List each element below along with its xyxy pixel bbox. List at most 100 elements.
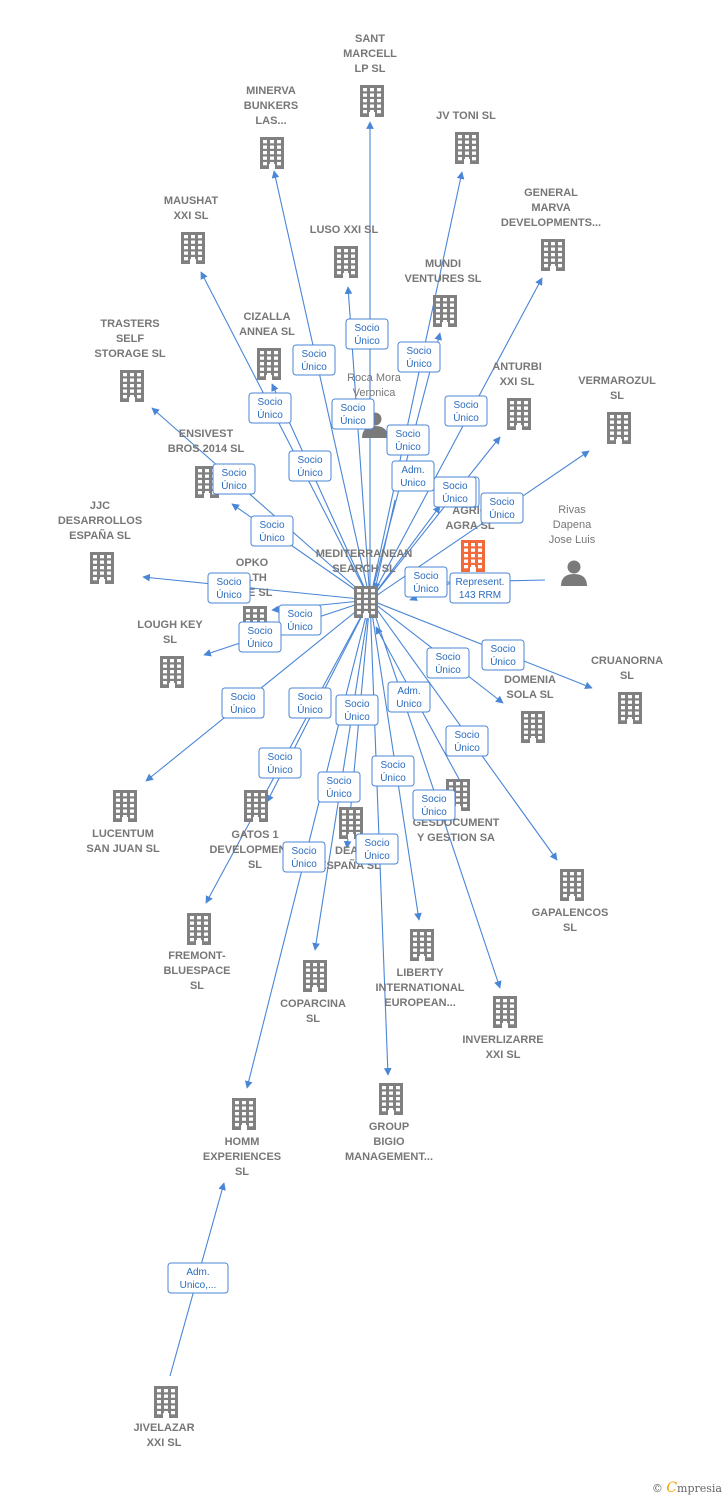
node-label: SL (190, 980, 204, 992)
edge-label-box (444, 395, 488, 427)
edge-label-rivas-to-mediterranean[interactable]: Represent.143 RRM (449, 572, 511, 604)
node-label: Y GESTION SA (417, 832, 495, 844)
edge-label-box (317, 771, 361, 803)
edge-label-text: Socio (257, 397, 282, 408)
node-label: ANTURBI (492, 361, 542, 373)
node-label: COPARCINA (280, 998, 346, 1010)
node-label: INTERNATIONAL (375, 982, 464, 994)
edge-label-box (331, 398, 375, 430)
node-label: MINERVA (246, 85, 296, 97)
node-jvtoni[interactable]: JV TONI SL (436, 110, 496, 164)
edge-label-text: Socio (216, 577, 241, 588)
node-minerva[interactable]: MINERVABUNKERSLAS... (244, 85, 298, 169)
edge-label-text: Socio (413, 571, 438, 582)
building-icon (461, 540, 485, 572)
node-liberty[interactable]: LIBERTYINTERNATIONALEUROPEAN... (375, 929, 465, 1009)
edge-label-box (433, 476, 477, 508)
edge-label-text: Único (395, 440, 421, 453)
node-label: DEVELOPMENTS... (501, 217, 601, 229)
building-icon (120, 370, 144, 402)
node-general[interactable]: GENERALMARVADEVELOPMENTS... (501, 187, 601, 271)
copyright-symbol: © (651, 1482, 663, 1495)
edge-label-text: Único (216, 588, 242, 601)
edge-label-roca-to-mediterranean[interactable]: Adm.Unico (391, 460, 435, 492)
node-label: SL (163, 634, 177, 646)
edge-label-gesdocument-to-mediterranean[interactable]: Adm.Unico (387, 681, 431, 713)
edge-label-text: Único (326, 787, 352, 800)
edge-label-text: Unico (400, 478, 426, 489)
node-label: MARCELL (343, 48, 397, 60)
building-icon (160, 656, 184, 688)
edge-label-text: Único (435, 663, 461, 676)
edge-label-jivelazar-to-homm[interactable]: Adm.Unico,... (167, 1262, 229, 1294)
node-label: Jose Luis (549, 534, 596, 546)
edge-label-text: Adm. (186, 1267, 209, 1278)
node-group[interactable]: GROUPBIGIOMANAGEMENT... (345, 1083, 433, 1163)
building-icon (244, 790, 268, 822)
edge-label-box (288, 450, 332, 482)
edge-label-text: Único (257, 408, 283, 421)
edge-label-text: Socio (291, 846, 316, 857)
edge-label-text: Único (442, 492, 468, 505)
node-label: MARVA (531, 202, 570, 214)
edge-label-box (445, 725, 489, 757)
node-label: LIBERTY (396, 967, 444, 979)
edge-label-box (426, 647, 470, 679)
edge-mediterranean-to-jjc (142, 573, 371, 601)
building-icon (360, 85, 384, 117)
brand-initial: C (666, 1480, 678, 1496)
node-label: BIGIO (373, 1136, 405, 1148)
node-lusoxxi[interactable]: LUSO XXI SL (310, 224, 379, 278)
